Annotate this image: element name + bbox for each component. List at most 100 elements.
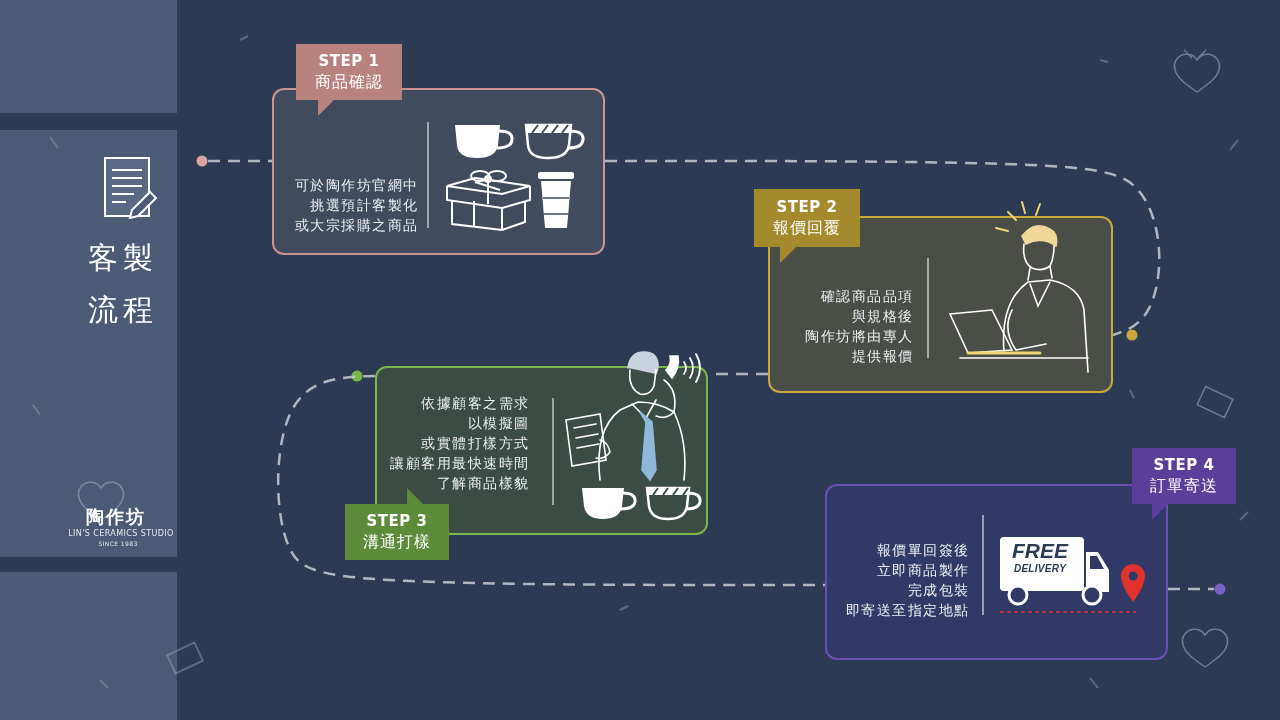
background-part — [0, 130, 177, 557]
path-dots-part — [1127, 330, 1138, 341]
woman-at-laptop — [950, 202, 1088, 372]
path-dots-part — [197, 156, 208, 167]
step-name: 溝通打樣 — [363, 531, 431, 553]
heart-gift-decor-part — [167, 643, 203, 674]
cups-step3-part — [621, 493, 635, 509]
cups-step1-part-part — [542, 125, 548, 133]
cups-step1-part — [544, 213, 568, 215]
cups-step3-part — [686, 493, 700, 509]
cups-step1-part — [543, 197, 569, 199]
woman-at-laptop-part — [968, 352, 1040, 355]
delivery-truck — [1000, 537, 1145, 612]
document-icon-part — [112, 185, 142, 187]
cups-step3-part-part — [653, 488, 658, 495]
document-icon-part — [112, 177, 142, 179]
divider-lines-part — [927, 258, 928, 358]
truck-text: DELIVERY — [1014, 563, 1066, 575]
path-dots-part — [1215, 584, 1226, 595]
scatter-dashes-part — [33, 405, 40, 415]
step-name: 報價回覆 — [773, 217, 841, 239]
cups-step3-part — [647, 488, 689, 519]
step-tag: STEP 2報價回覆 — [754, 189, 860, 247]
woman-at-laptop-part — [1030, 282, 1050, 306]
cups-step3-part — [653, 488, 688, 495]
step-box: STEP 4訂單寄送報價單回簽後 立即商品製作 完成包裝 即寄送至指定地點 — [825, 484, 1168, 660]
cups-step1-part-part — [473, 201, 475, 227]
cups-step3-part — [647, 488, 689, 495]
man-on-phone — [566, 352, 700, 480]
man-on-phone-part — [577, 444, 599, 448]
cups-step3-part-part — [683, 488, 688, 495]
man-on-phone-part-part — [684, 362, 686, 374]
step-number: STEP 4 — [1154, 455, 1215, 475]
scatter-dashes-part — [240, 36, 248, 40]
woman-at-laptop-part-part — [1036, 204, 1040, 215]
document-icon-part — [112, 169, 142, 171]
cups-step1-part-part — [501, 208, 503, 230]
man-on-phone-part — [666, 356, 678, 378]
scatter-dashes-part — [100, 680, 108, 688]
cups-step1-part — [568, 131, 583, 148]
flow-connector — [708, 373, 768, 376]
path-lead-part — [208, 160, 272, 163]
woman-at-laptop-part — [950, 310, 1012, 353]
divider-lines-part — [427, 122, 428, 228]
man-on-phone-part — [574, 424, 596, 428]
step-number: STEP 1 — [319, 51, 380, 71]
cups-step1 — [447, 125, 583, 230]
document-icon-part — [112, 193, 134, 195]
tag-tail — [407, 488, 423, 504]
step-box: STEP 2報價回覆確認商品品項 與規格後 陶作坊將由專人 提供報價 — [768, 216, 1113, 393]
cups-step1-part — [447, 171, 530, 230]
cups-step1-part-part — [532, 125, 538, 133]
cups-step1-part — [526, 125, 571, 158]
background-part — [0, 0, 177, 113]
heart-gift-decor-part — [1182, 629, 1227, 667]
delivery-truck-part — [1000, 611, 1136, 613]
divider-lines-part — [552, 398, 553, 505]
delivery-truck-part — [1129, 572, 1138, 581]
scatter-dashes-part — [1130, 390, 1134, 398]
step-description: 可於陶作坊官網中 挑選預計客製化 或大宗採購之商品 — [295, 175, 419, 235]
scatter-dashes-part — [1240, 512, 1248, 520]
step-tag: STEP 4訂單寄送 — [1132, 448, 1236, 504]
cups-step1-part-part — [552, 125, 558, 133]
step-description: 依據顧客之需求 以模擬圖 或實體打樣方式 讓顧客用最快速時間 了解商品樣貌 — [390, 393, 530, 493]
cups-step1-part — [497, 131, 512, 148]
cups-step3-part-part — [663, 488, 668, 495]
cups-step1-part — [526, 125, 571, 133]
page-title: 客製 流程 — [88, 232, 158, 336]
delivery-truck-part — [1090, 556, 1104, 569]
cups-step3-part — [582, 488, 624, 519]
tag-tail — [1152, 504, 1168, 520]
man-on-phone-part — [628, 352, 658, 374]
tag-tail — [780, 247, 796, 263]
cups-step1-part-part — [485, 176, 491, 182]
cups-step1-part — [532, 125, 568, 133]
delivery-truck-part — [1121, 564, 1145, 602]
man-on-phone-part — [640, 412, 656, 480]
logo-text: LIN'S CERAMICS STUDIO — [68, 529, 173, 539]
cups-step1-part-part — [562, 125, 568, 133]
man-on-phone-part — [630, 370, 656, 394]
cups-step3 — [582, 488, 700, 519]
divider-lines-part — [982, 515, 983, 615]
scatter-dashes-part — [1100, 60, 1108, 62]
man-on-phone-part-part — [696, 354, 700, 382]
divider-lines — [428, 122, 983, 615]
scatter-dashes-part — [1230, 140, 1238, 150]
tag-tail — [318, 100, 334, 116]
step-tag: STEP 1商品確認 — [296, 44, 402, 100]
man-on-phone-part-part — [690, 358, 693, 378]
step-tag: STEP 3溝通打樣 — [345, 504, 449, 560]
woman-at-laptop-part — [1028, 266, 1052, 280]
step-name: 訂單寄送 — [1150, 475, 1218, 497]
step-number: STEP 3 — [367, 511, 428, 531]
scatter-dashes — [33, 36, 1248, 688]
scatter-dashes-part — [620, 606, 628, 610]
path-lead-part — [1168, 588, 1214, 591]
woman-at-laptop-part-part — [1008, 212, 1016, 220]
